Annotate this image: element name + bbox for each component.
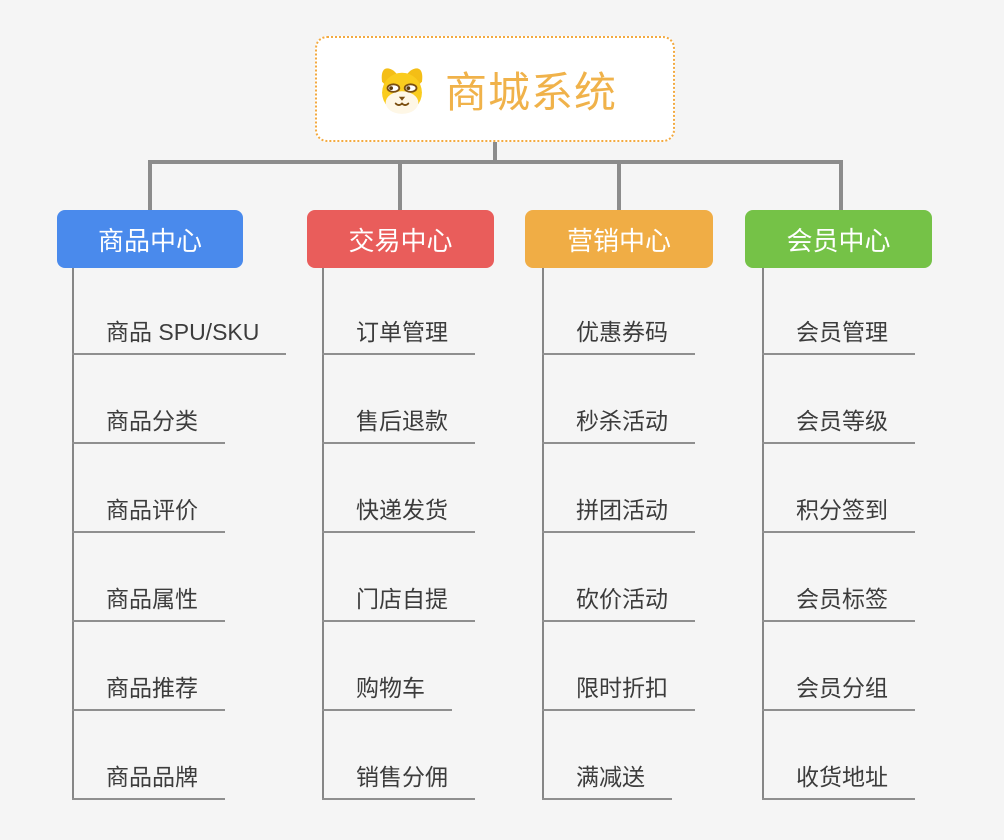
- branch-node-product-center[interactable]: 商品中心: [57, 210, 243, 268]
- leaf-node[interactable]: 拼团活动: [542, 444, 695, 533]
- leaf-node-label: 商品品牌: [106, 764, 198, 790]
- leaf-node-label: 限时折扣: [576, 675, 668, 701]
- root-node-label: 商城系统: [444, 68, 617, 116]
- leaf-column-trade-center: 订单管理 售后退款 快递发货 门店自提 购物车 销售分佣: [322, 266, 552, 800]
- leaf-node[interactable]: 商品分类: [72, 355, 225, 444]
- leaf-node[interactable]: 会员管理: [762, 266, 915, 355]
- leaf-node[interactable]: 购物车: [322, 622, 452, 711]
- leaf-node-label: 会员等级: [796, 408, 888, 434]
- leaf-node-label: 商品评价: [106, 497, 198, 523]
- leaf-node-label: 会员标签: [796, 586, 888, 612]
- connector-root-trunk: [493, 142, 497, 162]
- leaf-node[interactable]: 优惠券码: [542, 266, 695, 355]
- leaf-node[interactable]: 门店自提: [322, 533, 475, 622]
- connector-drop-marketing: [617, 160, 621, 210]
- leaf-column-marketing-center: 优惠券码 秒杀活动 拼团活动 砍价活动 限时折扣 满减送: [542, 266, 772, 800]
- leaf-node[interactable]: 会员标签: [762, 533, 915, 622]
- branch-node-label: 交易中心: [348, 225, 453, 256]
- leaf-node-label: 门店自提: [356, 586, 448, 612]
- leaf-node[interactable]: 限时折扣: [542, 622, 695, 711]
- leaf-node-label: 商品分类: [106, 408, 198, 434]
- connector-drop-member: [839, 160, 843, 210]
- leaf-node-label: 秒杀活动: [576, 408, 668, 434]
- leaf-node[interactable]: 商品 SPU/SKU: [72, 266, 287, 355]
- leaf-node[interactable]: 商品品牌: [72, 711, 225, 800]
- connector-bus-line: [148, 160, 843, 164]
- leaf-node-label: 砍价活动: [576, 586, 668, 612]
- dog-face-icon: [381, 68, 423, 114]
- leaf-node-label: 销售分佣: [356, 764, 448, 790]
- leaf-node[interactable]: 快递发货: [322, 444, 475, 533]
- leaf-node-label: 优惠券码: [576, 319, 668, 345]
- connector-drop-trade: [398, 160, 402, 210]
- leaf-node[interactable]: 售后退款: [322, 355, 475, 444]
- leaf-node-label: 售后退款: [356, 408, 448, 434]
- leaf-node[interactable]: 收货地址: [762, 711, 915, 800]
- leaf-node-label: 会员管理: [796, 319, 888, 345]
- branch-node-label: 会员中心: [786, 225, 891, 256]
- leaf-node-label: 拼团活动: [576, 497, 668, 523]
- leaf-node-label: 购物车: [356, 675, 425, 701]
- connector-leaf-trunk: [542, 268, 544, 800]
- leaf-node-label: 订单管理: [356, 319, 448, 345]
- connector-leaf-trunk: [762, 268, 764, 800]
- leaf-node[interactable]: 会员分组: [762, 622, 915, 711]
- leaf-node-label: 商品 SPU/SKU: [106, 319, 260, 345]
- leaf-node[interactable]: 秒杀活动: [542, 355, 695, 444]
- branch-node-label: 营销中心: [566, 225, 671, 256]
- leaf-column-product-center: 商品 SPU/SKU 商品分类 商品评价 商品属性 商品推荐 商品品牌: [72, 266, 302, 800]
- connector-drop-product: [148, 160, 152, 210]
- branch-node-marketing-center[interactable]: 营销中心: [525, 210, 713, 268]
- root-node-mall-system[interactable]: 商城系统: [315, 36, 675, 142]
- leaf-node[interactable]: 销售分佣: [322, 711, 475, 800]
- leaf-node[interactable]: 砍价活动: [542, 533, 695, 622]
- leaf-node-label: 收货地址: [796, 764, 888, 790]
- branch-node-label: 商品中心: [97, 225, 202, 256]
- leaf-node[interactable]: 满减送: [542, 711, 672, 800]
- leaf-node[interactable]: 积分签到: [762, 444, 915, 533]
- leaf-node-label: 积分签到: [796, 497, 888, 523]
- connector-leaf-trunk: [72, 268, 74, 800]
- leaf-node-label: 会员分组: [796, 675, 888, 701]
- connector-leaf-trunk: [322, 268, 324, 800]
- leaf-node[interactable]: 商品评价: [72, 444, 225, 533]
- leaf-node[interactable]: 会员等级: [762, 355, 915, 444]
- leaf-column-member-center: 会员管理 会员等级 积分签到 会员标签 会员分组 收货地址: [762, 266, 992, 800]
- branch-node-member-center[interactable]: 会员中心: [745, 210, 932, 268]
- leaf-node[interactable]: 商品属性: [72, 533, 225, 622]
- branch-node-trade-center[interactable]: 交易中心: [307, 210, 494, 268]
- leaf-node-label: 快递发货: [356, 497, 448, 523]
- leaf-node[interactable]: 订单管理: [322, 266, 475, 355]
- leaf-node[interactable]: 商品推荐: [72, 622, 225, 711]
- leaf-node-label: 满减送: [576, 764, 645, 790]
- leaf-node-label: 商品推荐: [106, 675, 198, 701]
- leaf-node-label: 商品属性: [106, 586, 198, 612]
